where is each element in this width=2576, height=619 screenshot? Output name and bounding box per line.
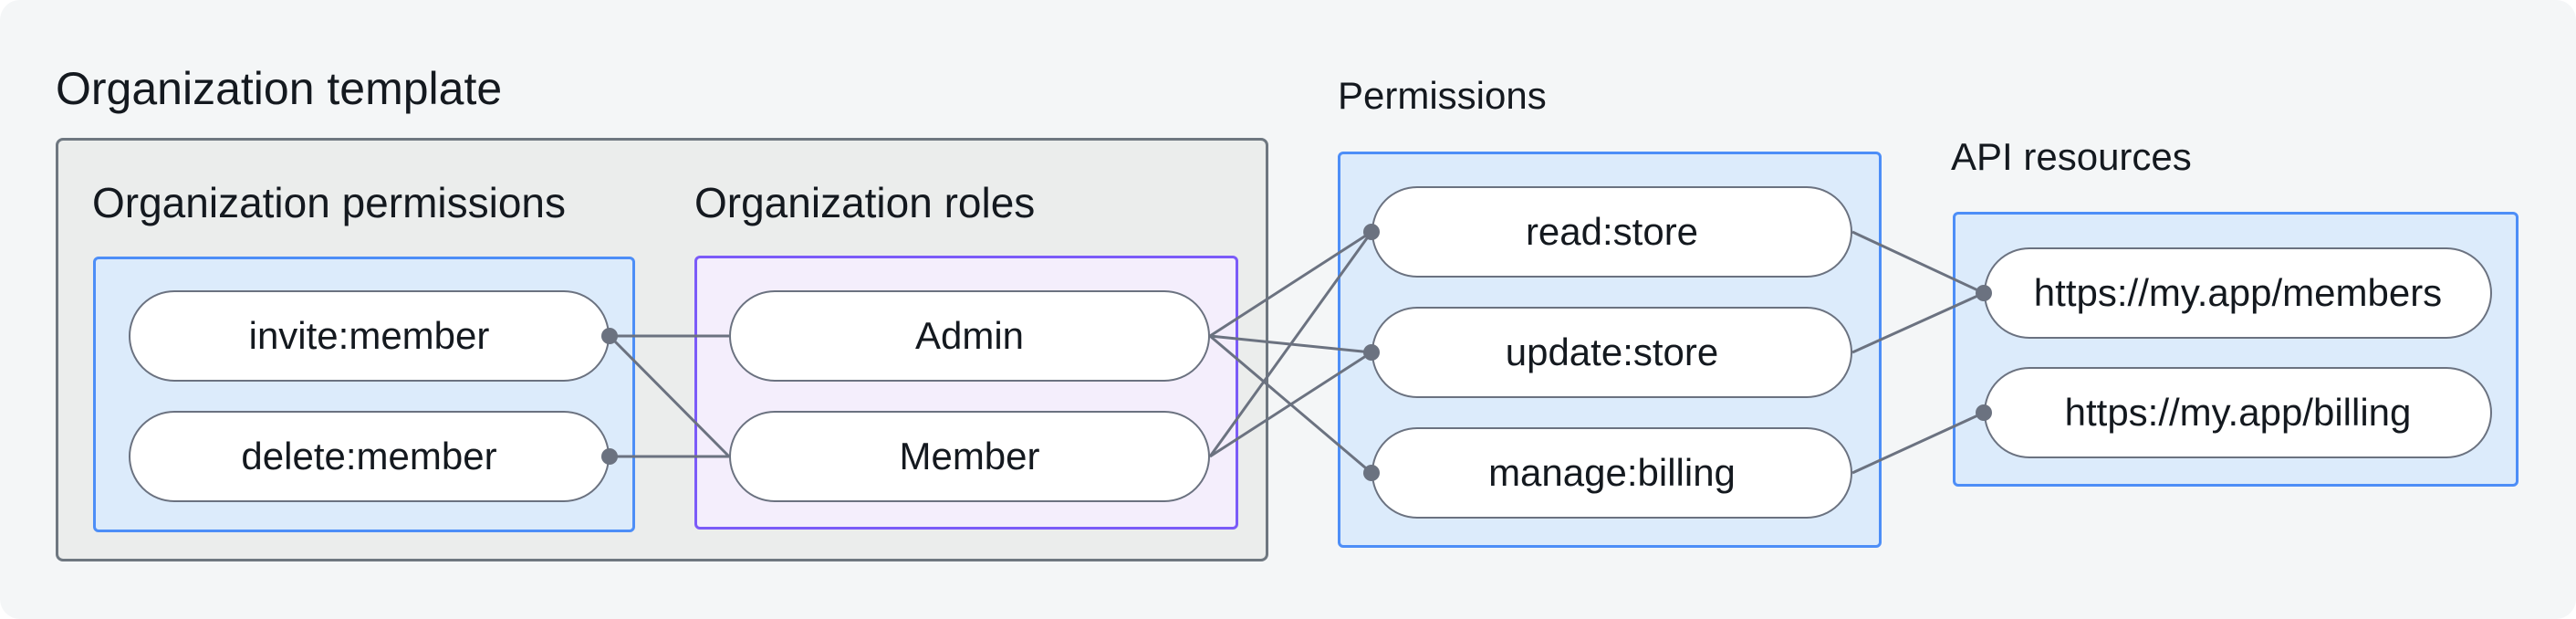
organization-permissions-title: Organization permissions [92, 179, 567, 226]
pill-update-store: update:store [1371, 307, 1852, 398]
organization-template-title: Organization template [56, 63, 503, 114]
pill-members-api-url: https://my.app/members [1984, 247, 2492, 339]
organization-template-box: Organization permissions Organization ro… [56, 138, 1268, 561]
api-resources-title: API resources [1951, 135, 2192, 178]
pill-manage-billing: manage:billing [1371, 427, 1852, 519]
organization-permissions-box: invite:member delete:member [93, 257, 635, 532]
api-resources-box: https://my.app/members https://my.app/bi… [1953, 212, 2519, 487]
pill-invite-member: invite:member [129, 290, 610, 382]
pill-read-store: read:store [1371, 186, 1852, 278]
pill-billing-api-url: https://my.app/billing [1984, 367, 2492, 458]
permissions-title: Permissions [1338, 74, 1547, 117]
organization-roles-box: Admin Member [694, 256, 1238, 530]
pill-member: Member [729, 411, 1210, 502]
permissions-box: read:store update:store manage:billing [1338, 152, 1882, 548]
pill-delete-member: delete:member [129, 411, 610, 502]
pill-admin: Admin [729, 290, 1210, 382]
organization-roles-title: Organization roles [694, 179, 1036, 226]
